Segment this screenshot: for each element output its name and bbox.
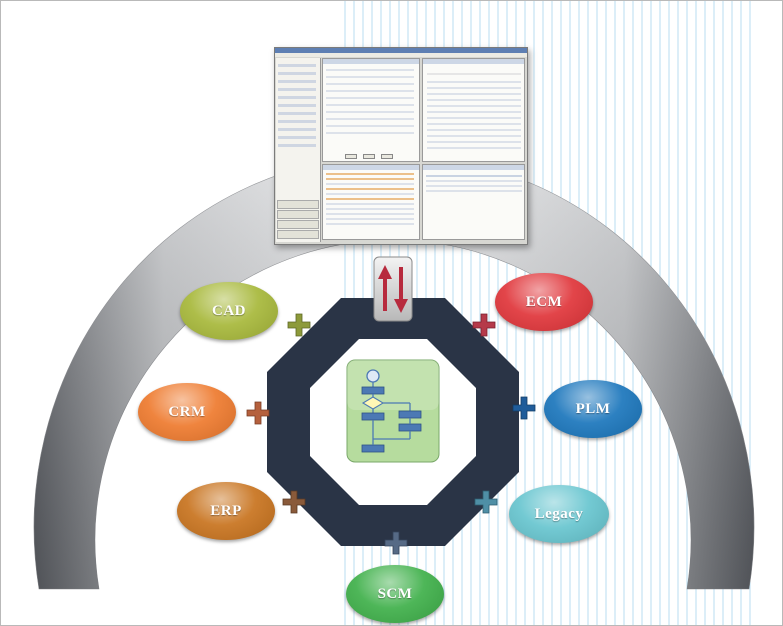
app-form-pane: [322, 58, 420, 162]
sidebar-row: [278, 72, 316, 75]
sidebar-button: [277, 200, 319, 209]
app-button: [345, 154, 357, 159]
node-label-cad: CAD: [212, 302, 246, 319]
node-scm: SCM: [346, 565, 444, 623]
sidebar-row: [278, 120, 316, 123]
plus-icon: [472, 313, 496, 337]
plus-icon: [287, 313, 311, 337]
sidebar-button: [277, 230, 319, 239]
sidebar-row: [278, 128, 316, 131]
node-crm: CRM: [138, 383, 236, 441]
pane-header: [423, 59, 524, 64]
sidebar-row: [278, 136, 316, 139]
plus-icon: [246, 401, 270, 425]
app-list-pane: [422, 164, 525, 240]
sidebar-button: [277, 210, 319, 219]
sidebar-button: [277, 220, 319, 229]
app-sidebar: [276, 58, 321, 242]
node-legacy: Legacy: [509, 485, 609, 543]
node-label-crm: CRM: [168, 403, 206, 420]
sidebar-row: [278, 144, 316, 147]
sidebar-row: [278, 88, 316, 91]
node-label-plm: PLM: [575, 400, 611, 417]
node-plm: PLM: [544, 380, 642, 438]
center-flowchart-icon: [346, 359, 440, 463]
plus-icon: [282, 490, 306, 514]
app-menu-bar: [275, 53, 527, 57]
plus-icon: [384, 531, 408, 555]
pane-header: [423, 165, 524, 170]
plus-icon: [474, 490, 498, 514]
app-tree-pane: [322, 164, 420, 240]
app-detail-pane: [422, 58, 525, 162]
pane-header: [323, 59, 419, 64]
node-label-erp: ERP: [210, 502, 242, 519]
sidebar-row: [278, 112, 316, 115]
sidebar-row: [278, 80, 316, 83]
node-label-ecm: ECM: [525, 293, 563, 310]
app-button: [381, 154, 393, 159]
plus-icon: [512, 396, 536, 420]
app-button: [363, 154, 375, 159]
sidebar-row: [278, 64, 316, 67]
pane-header: [323, 165, 419, 170]
sidebar-row: [278, 104, 316, 107]
node-label-legacy: Legacy: [534, 505, 584, 522]
node-erp: ERP: [177, 482, 275, 540]
application-screenshot: [274, 47, 528, 245]
node-label-scm: SCM: [377, 585, 413, 602]
sidebar-row: [278, 96, 316, 99]
app-title-bar: [275, 48, 527, 53]
node-cad: CAD: [180, 282, 278, 340]
sync-arrows-icon: [373, 256, 413, 322]
node-ecm: ECM: [495, 273, 593, 331]
